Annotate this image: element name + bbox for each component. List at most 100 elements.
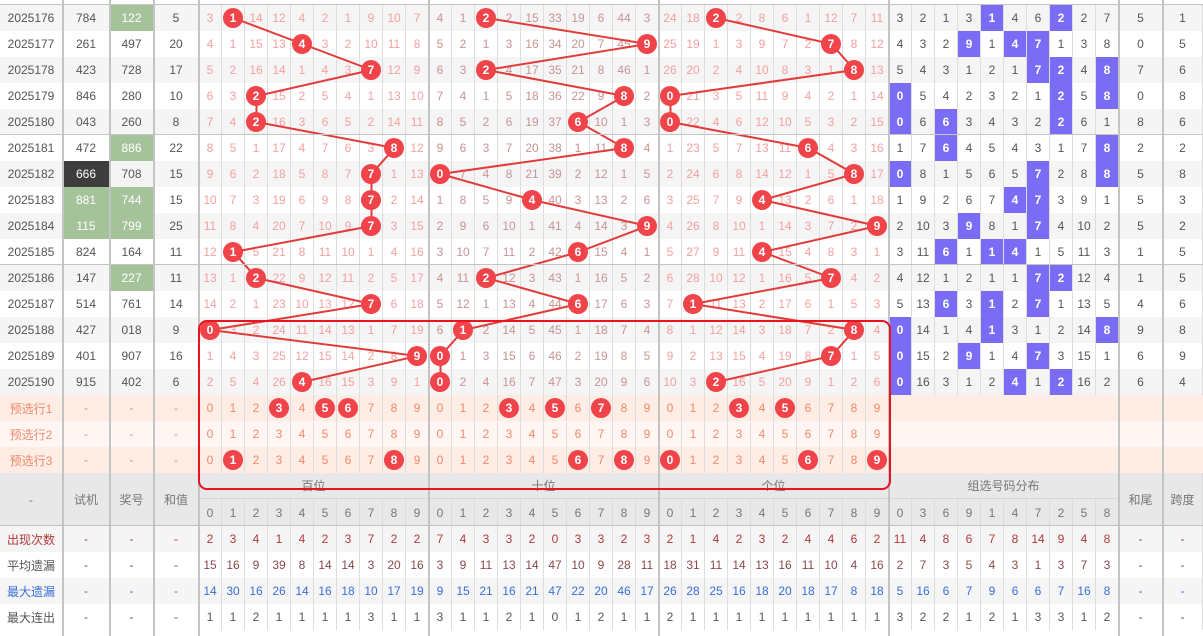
hundreds-preselect-digit[interactable]: 0 [199, 421, 222, 447]
units-preselect-digit-selected[interactable]: 3 [728, 395, 751, 421]
tens-preselect-digit[interactable]: 4 [521, 447, 544, 473]
units-preselect-digit[interactable]: 5 [774, 421, 797, 447]
tens-preselect-digit[interactable]: 1 [452, 447, 475, 473]
tens-preselect-digit[interactable]: 2 [475, 447, 498, 473]
tens-preselect-digit[interactable]: 0 [429, 447, 452, 473]
hundreds-preselect-digit[interactable]: 2 [245, 395, 268, 421]
tens-preselect-digit-selected[interactable]: 7 [590, 395, 613, 421]
hundreds-preselect-digit[interactable]: 8 [383, 395, 406, 421]
tens-preselect-digit[interactable]: 4 [521, 395, 544, 421]
tens-preselect-digit[interactable]: 0 [429, 421, 452, 447]
units-preselect-digit[interactable]: 8 [843, 447, 866, 473]
units-preselect-digit[interactable]: 7 [820, 421, 843, 447]
units-preselect-digit[interactable]: 7 [820, 395, 843, 421]
stats-tens-value: 2 [590, 604, 613, 630]
hundreds-omission-cell: 8 [222, 213, 245, 239]
tens-preselect-digit[interactable]: 2 [475, 395, 498, 421]
dash: - [63, 526, 110, 552]
units-preselect-digit[interactable]: 2 [705, 421, 728, 447]
tens-preselect-digit[interactable]: 1 [452, 421, 475, 447]
hundreds-preselect-digit-selected[interactable]: 1 [222, 447, 245, 473]
hundreds-preselect-digit-selected[interactable]: 6 [337, 395, 360, 421]
units-preselect-digit[interactable]: 4 [751, 447, 774, 473]
tens-preselect-digit[interactable]: 8 [613, 395, 636, 421]
units-preselect-digit[interactable]: 8 [843, 421, 866, 447]
hundreds-preselect-digit[interactable]: 7 [360, 395, 383, 421]
tens-preselect-digit[interactable]: 1 [452, 395, 475, 421]
tens-preselect-digit[interactable]: 5 [544, 421, 567, 447]
units-preselect-digit[interactable]: 7 [820, 447, 843, 473]
group-omission-cell: 2 [958, 265, 981, 291]
hundreds-preselect-digit[interactable]: 7 [360, 447, 383, 473]
tens-omission-cell: 13 [590, 187, 613, 213]
tens-preselect-digit[interactable]: 5 [544, 447, 567, 473]
units-preselect-digit[interactable]: 2 [705, 447, 728, 473]
units-preselect-digit[interactable]: 3 [728, 421, 751, 447]
units-preselect-digit[interactable]: 8 [843, 395, 866, 421]
tens-preselect-digit-selected[interactable]: 5 [544, 395, 567, 421]
tens-preselect-digit[interactable]: 0 [429, 395, 452, 421]
tens-preselect-digit-selected[interactable]: 3 [498, 395, 521, 421]
hundreds-preselect-digit[interactable]: 3 [268, 447, 291, 473]
dash: - [1119, 578, 1163, 604]
units-preselect-digit[interactable]: 9 [866, 395, 889, 421]
units-preselect-digit-selected[interactable]: 9 [866, 447, 889, 473]
hundreds-preselect-digit[interactable]: 9 [406, 421, 429, 447]
hundreds-preselect-digit[interactable]: 3 [268, 421, 291, 447]
column-divider [1118, 0, 1120, 636]
tens-preselect-digit[interactable]: 3 [498, 421, 521, 447]
units-preselect-digit[interactable]: 0 [659, 395, 682, 421]
group-omission-cell: 5 [1096, 291, 1119, 317]
hundreds-preselect-digit[interactable]: 0 [199, 447, 222, 473]
hundreds-preselect-digit[interactable]: 1 [222, 421, 245, 447]
units-preselect-digit[interactable]: 4 [751, 395, 774, 421]
tens-preselect-digit[interactable]: 9 [636, 447, 659, 473]
tens-preselect-digit[interactable]: 6 [567, 395, 590, 421]
hundreds-preselect-digit[interactable]: 6 [337, 421, 360, 447]
tens-preselect-digit[interactable]: 9 [636, 421, 659, 447]
units-preselect-digit[interactable]: 5 [774, 447, 797, 473]
stats-hundreds-value: 2 [199, 526, 222, 552]
hundreds-preselect-digit-selected[interactable]: 8 [383, 447, 406, 473]
tens-preselect-digit[interactable]: 2 [475, 421, 498, 447]
units-preselect-digit[interactable]: 6 [797, 421, 820, 447]
units-preselect-digit[interactable]: 9 [866, 421, 889, 447]
tens-preselect-digit[interactable]: 9 [636, 395, 659, 421]
hundreds-preselect-digit[interactable]: 0 [199, 395, 222, 421]
hundreds-preselect-digit[interactable]: 9 [406, 395, 429, 421]
hundreds-preselect-digit[interactable]: 5 [314, 421, 337, 447]
hundreds-preselect-digit[interactable]: 1 [222, 395, 245, 421]
tens-preselect-digit[interactable]: 3 [498, 447, 521, 473]
hundreds-preselect-digit[interactable]: 4 [291, 395, 314, 421]
tens-preselect-digit[interactable]: 8 [613, 421, 636, 447]
units-preselect-digit[interactable]: 0 [659, 421, 682, 447]
hundreds-preselect-digit-selected[interactable]: 3 [268, 395, 291, 421]
hundreds-preselect-digit[interactable]: 7 [360, 421, 383, 447]
hundreds-preselect-digit[interactable]: 4 [291, 447, 314, 473]
tens-preselect-digit-selected[interactable]: 8 [613, 447, 636, 473]
hundreds-preselect-digit[interactable]: 5 [314, 447, 337, 473]
units-preselect-digit-selected[interactable]: 0 [659, 447, 682, 473]
hundreds-preselect-digit[interactable]: 8 [383, 421, 406, 447]
units-preselect-digit[interactable]: 1 [682, 447, 705, 473]
tens-preselect-digit[interactable]: 4 [521, 421, 544, 447]
units-preselect-digit-selected[interactable]: 5 [774, 395, 797, 421]
hundreds-preselect-digit[interactable]: 2 [245, 421, 268, 447]
units-preselect-digit[interactable]: 6 [797, 395, 820, 421]
hundreds-preselect-digit-selected[interactable]: 5 [314, 395, 337, 421]
units-preselect-digit[interactable]: 3 [728, 447, 751, 473]
units-preselect-digit[interactable]: 4 [751, 421, 774, 447]
units-preselect-digit[interactable]: 2 [705, 395, 728, 421]
hundreds-preselect-digit[interactable]: 9 [406, 447, 429, 473]
hundreds-preselect-digit[interactable]: 4 [291, 421, 314, 447]
tens-preselect-digit[interactable]: 6 [567, 421, 590, 447]
tens-preselect-digit[interactable]: 7 [590, 421, 613, 447]
units-preselect-digit[interactable]: 1 [682, 421, 705, 447]
stats-units-value: 1 [866, 604, 889, 630]
tens-preselect-digit-selected[interactable]: 6 [567, 447, 590, 473]
units-preselect-digit-selected[interactable]: 6 [797, 447, 820, 473]
hundreds-preselect-digit[interactable]: 6 [337, 447, 360, 473]
hundreds-preselect-digit[interactable]: 2 [245, 447, 268, 473]
tens-preselect-digit[interactable]: 7 [590, 447, 613, 473]
units-preselect-digit[interactable]: 1 [682, 395, 705, 421]
